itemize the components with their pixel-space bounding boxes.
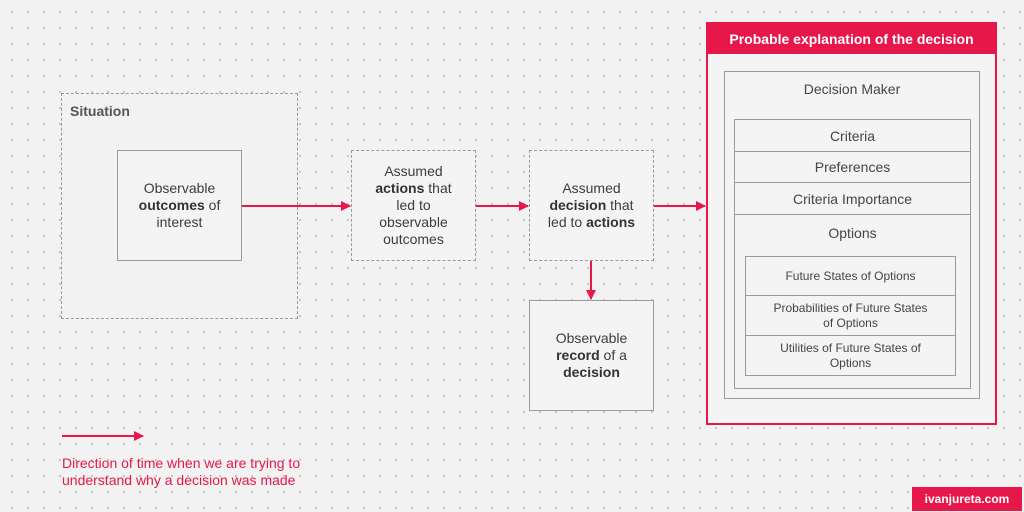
outcomes-line2: outcomes of [139,197,221,214]
criteria-row: Criteria [734,119,971,152]
decision-led-to: led to [547,214,587,230]
criteria-importance-row: Criteria Importance [734,182,971,215]
legend-line1: Direction of time when we are trying to [62,455,301,471]
future-states-item: Future States of Options [745,256,956,296]
decision-line3: led to actions [548,214,635,231]
outcomes-line3: interest [156,214,203,230]
legend-text: Direction of time when we are trying to … [62,455,362,489]
brand-badge: ivanjureta.com [912,487,1022,511]
actions-line4: observable [379,214,448,230]
decision-bold: decision [549,197,607,213]
decision-after: that [606,197,634,213]
assumed-decision-box: Assumed decision that led to actions [529,150,654,261]
probabilities-item: Probabilities of Future States of Option… [745,295,956,336]
record-bold: record [556,347,600,363]
observable-record-box: Observable record of a decision [529,300,654,411]
record-line2: record of a [556,347,627,364]
outcomes-bold: outcomes [138,197,205,213]
observable-outcomes-box: Observable outcomes of interest [117,150,242,261]
utilities-line2: Options [829,355,872,370]
outcomes-after: of [204,197,221,213]
assumed-actions-box: Assumed actions that led to observable o… [351,150,476,261]
decision-line2: decision that [549,197,633,214]
options-label: Options [828,225,877,241]
legend-line2: understand why a decision was made [62,472,296,488]
probabilities-line1: Probabilities of Future States [773,300,928,315]
record-line3: decision [563,364,620,381]
actions-line1: Assumed [384,163,443,179]
record-after: of a [599,347,627,363]
situation-label: Situation [70,103,130,119]
utilities-line1: Utilities of Future States of [780,340,921,355]
record-decision-bold: decision [563,364,620,380]
actions-line5: outcomes [383,231,444,247]
actions-after: that [424,180,452,196]
outcomes-line1: Observable [143,180,216,196]
future-states-line1: Future States of Options [785,268,916,283]
record-line1: Observable [555,330,628,346]
decision-maker-title: Decision Maker [803,81,901,97]
preferences-row: Preferences [734,151,971,183]
actions-bold: actions [375,180,425,196]
panel-title: Probable explanation of the decision [708,24,995,54]
utilities-item: Utilities of Future States of Options [745,335,956,376]
actions-line3: led to [396,197,431,213]
actions-line2: actions that [375,180,451,197]
probabilities-line2: of Options [823,315,878,330]
decision-line1: Assumed [562,180,621,196]
decision-actions-bold: actions [586,214,636,230]
